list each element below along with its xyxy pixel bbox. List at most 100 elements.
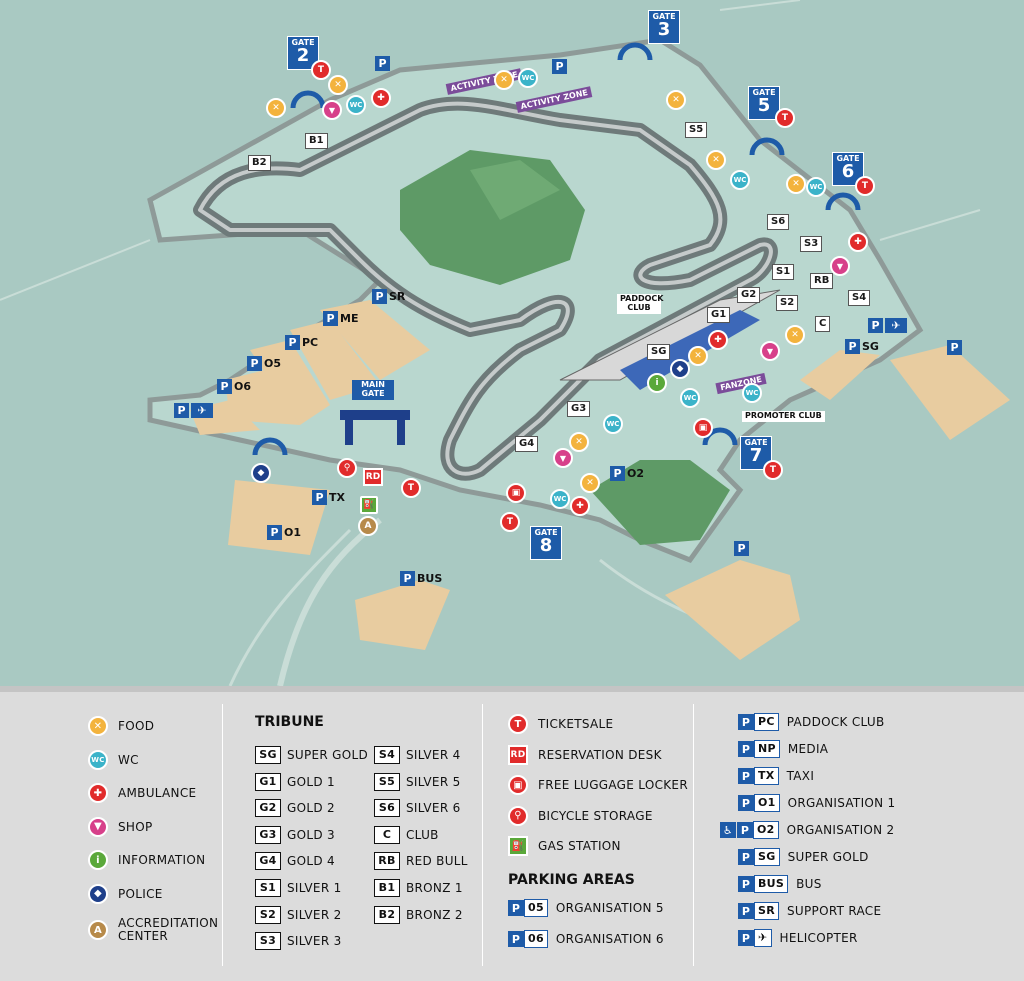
tribune-g2[interactable]: G2 bbox=[737, 287, 761, 303]
food-icon[interactable]: ✕ bbox=[266, 98, 286, 118]
ambulance-icon[interactable]: ✚ bbox=[848, 232, 868, 252]
parking-code: NP bbox=[754, 740, 780, 758]
wc-icon[interactable]: WC bbox=[603, 414, 623, 434]
legend-item-label: AMBULANCE bbox=[118, 786, 197, 800]
wc-icon[interactable]: WC bbox=[550, 489, 570, 509]
luggage-locker-icon[interactable]: ▣ bbox=[506, 483, 526, 503]
tribune-rb[interactable]: RB bbox=[810, 273, 834, 289]
food-icon[interactable]: ✕ bbox=[786, 174, 806, 194]
food-icon[interactable]: ✕ bbox=[569, 432, 589, 452]
luggage-locker-icon[interactable]: ▣ bbox=[693, 418, 713, 438]
tribune-g4[interactable]: G4 bbox=[515, 436, 539, 452]
legend-divider bbox=[222, 704, 223, 966]
wc-icon[interactable]: WC bbox=[680, 388, 700, 408]
food-icon[interactable]: ✕ bbox=[494, 70, 514, 90]
legend-item-bicycle: ⚲BICYCLE STORAGE bbox=[508, 805, 653, 826]
gas-station-icon[interactable]: ⛽ bbox=[360, 496, 378, 514]
tribune-s1[interactable]: S1 bbox=[772, 264, 795, 280]
shop-icon[interactable]: ▼ bbox=[830, 256, 850, 276]
wc-icon[interactable]: WC bbox=[742, 383, 762, 403]
ambulance-icon[interactable]: ✚ bbox=[708, 330, 728, 350]
tribune-code: G3 bbox=[255, 825, 281, 844]
parking-icon: P bbox=[375, 55, 390, 71]
tribune-s5[interactable]: S5 bbox=[685, 122, 708, 138]
parking-name: HELICOPTER bbox=[779, 931, 858, 945]
ticketsale-icon[interactable]: T bbox=[775, 108, 795, 128]
food-icon[interactable]: ✕ bbox=[580, 473, 600, 493]
tribune-name: GOLD 4 bbox=[287, 854, 335, 869]
food-icon[interactable]: ✕ bbox=[666, 90, 686, 110]
shop-icon[interactable]: ▼ bbox=[322, 100, 342, 120]
food-icon[interactable]: ✕ bbox=[706, 150, 726, 170]
parking-north-2[interactable]: P bbox=[552, 58, 569, 74]
parking-code: SR bbox=[389, 289, 406, 303]
reservation-desk-icon[interactable]: RD bbox=[363, 468, 383, 486]
tribune-s6[interactable]: S6 bbox=[767, 214, 790, 230]
shop-icon[interactable]: ▼ bbox=[553, 448, 573, 468]
ambulance-icon[interactable]: ✚ bbox=[570, 496, 590, 516]
gate-number: 6 bbox=[841, 161, 855, 182]
shop-icon[interactable]: ▼ bbox=[760, 341, 780, 361]
gate-label: GATE bbox=[744, 438, 768, 447]
tribune-b1[interactable]: B1 bbox=[305, 133, 328, 149]
tribune-sg[interactable]: SG bbox=[647, 344, 671, 360]
tribune-g3[interactable]: G3 bbox=[567, 401, 591, 417]
food-icon[interactable]: ✕ bbox=[688, 346, 708, 366]
parking-icon: P bbox=[738, 930, 754, 946]
parking-icon: P bbox=[738, 714, 754, 730]
tribune-heading: TRIBUNE bbox=[255, 714, 324, 730]
food-icon[interactable]: ✕ bbox=[328, 75, 348, 95]
tribune-s2[interactable]: S2 bbox=[776, 295, 799, 311]
ticketsale-icon[interactable]: T bbox=[500, 512, 520, 532]
gate-number: 8 bbox=[539, 535, 553, 556]
parking-north-1[interactable]: P bbox=[375, 55, 392, 71]
tribune-g1[interactable]: G1 bbox=[707, 307, 731, 323]
helipad-west[interactable]: P✈ bbox=[174, 402, 215, 418]
tribune-s4[interactable]: S4 bbox=[848, 290, 871, 306]
police-icon[interactable]: ◆ bbox=[251, 463, 271, 483]
parking-south[interactable]: P bbox=[734, 540, 751, 556]
tribune-code: S3 bbox=[255, 932, 281, 951]
accreditation-icon[interactable]: A bbox=[358, 516, 378, 536]
police-icon[interactable]: ◆ bbox=[670, 359, 690, 379]
wc-icon[interactable]: WC bbox=[518, 68, 538, 88]
wc-icon[interactable]: WC bbox=[730, 170, 750, 190]
ambulance-icon[interactable]: ✚ bbox=[371, 88, 391, 108]
food-icon[interactable]: ✕ bbox=[785, 325, 805, 345]
information-icon: i bbox=[88, 850, 108, 870]
ticketsale-icon[interactable]: T bbox=[311, 60, 331, 80]
parking-name: ORGANISATION 5 bbox=[555, 901, 664, 915]
ticketsale-icon[interactable]: T bbox=[855, 176, 875, 196]
main-gate-sign[interactable]: MAIN GATE bbox=[352, 380, 394, 400]
helipad-east[interactable]: P✈ bbox=[868, 317, 909, 333]
ticketsale-icon[interactable]: T bbox=[401, 478, 421, 498]
information-icon[interactable]: i bbox=[647, 373, 667, 393]
wc-icon[interactable]: WC bbox=[806, 177, 826, 197]
ticketsale-icon[interactable]: T bbox=[763, 460, 783, 480]
tribune-c[interactable]: C bbox=[815, 316, 831, 332]
tribune-s3[interactable]: S3 bbox=[800, 236, 823, 252]
bicycle-icon[interactable]: ⚲ bbox=[337, 458, 357, 478]
parking-east[interactable]: P bbox=[947, 339, 964, 355]
legend-item-label: SHOP bbox=[118, 819, 153, 834]
wc-icon[interactable]: WC bbox=[346, 95, 366, 115]
tribune-b2[interactable]: B2 bbox=[248, 155, 271, 171]
